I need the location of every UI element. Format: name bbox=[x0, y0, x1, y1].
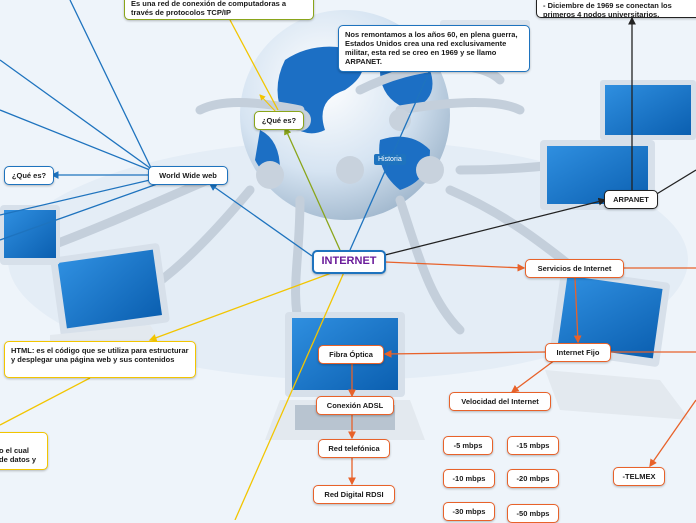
arpanet-node[interactable]: ARPANET bbox=[604, 190, 658, 209]
telmex-label: -TELMEX bbox=[622, 472, 656, 481]
speed-option[interactable]: -20 mbps bbox=[507, 469, 559, 488]
speed-option-label: -10 mbps bbox=[452, 474, 486, 483]
speed-option-label: -30 mbps bbox=[452, 507, 486, 516]
services-node[interactable]: Servicios de Internet bbox=[525, 259, 624, 278]
speed-option[interactable]: -30 mbps bbox=[443, 502, 495, 521]
history-text-node[interactable]: Nos remontamos a los años 60, en plena g… bbox=[338, 25, 530, 72]
services-label: Servicios de Internet bbox=[537, 264, 612, 273]
what-is-node-top[interactable]: ¿Qué es? bbox=[254, 111, 304, 130]
www-label: World Wide web bbox=[159, 171, 217, 180]
arpanet-label: ARPANET bbox=[613, 195, 649, 204]
speed-option-label: -50 mbps bbox=[516, 509, 550, 518]
what-is-left-label: ¿Qué es? bbox=[11, 171, 47, 180]
definition-node[interactable]: Es una red de conexión de computadoras a… bbox=[124, 0, 314, 20]
history-text: Nos remontamos a los años 60, en plena g… bbox=[345, 30, 518, 66]
rdsi-node[interactable]: Red Digital RDSI bbox=[313, 485, 395, 504]
fiber-node[interactable]: Fibra Óptica bbox=[318, 345, 384, 364]
arpanet-note-text: - Diciembre de 1969 se conectan los prim… bbox=[543, 1, 672, 18]
telmex-node[interactable]: -TELMEX bbox=[613, 467, 665, 486]
phone-network-node[interactable]: Red telefónica bbox=[318, 439, 390, 458]
html-definition-text: HTML: es el código que se utiliza para e… bbox=[11, 346, 189, 364]
adsl-node[interactable]: Conexión ADSL bbox=[316, 396, 394, 415]
speed-option-label: -15 mbps bbox=[516, 441, 550, 450]
history-tag[interactable]: Historia bbox=[374, 154, 406, 165]
partial-left-node[interactable]: o el cual de datos y bbox=[0, 432, 48, 470]
fixed-internet-node[interactable]: Internet Fijo bbox=[545, 343, 611, 362]
speed-option[interactable]: -15 mbps bbox=[507, 436, 559, 455]
fiber-label: Fibra Óptica bbox=[329, 350, 373, 359]
central-topic-label: INTERNET bbox=[321, 255, 377, 267]
speed-option[interactable]: -50 mbps bbox=[507, 504, 559, 523]
speed-label: Velocidad del Internet bbox=[461, 397, 539, 406]
speed-option[interactable]: -5 mbps bbox=[443, 436, 493, 455]
www-node[interactable]: World Wide web bbox=[148, 166, 228, 185]
central-topic-internet[interactable]: INTERNET bbox=[312, 250, 386, 274]
what-is-node-left[interactable]: ¿Qué es? bbox=[4, 166, 54, 185]
rdsi-label: Red Digital RDSI bbox=[324, 490, 384, 499]
fixed-internet-label: Internet Fijo bbox=[556, 348, 600, 357]
speed-option-label: -20 mbps bbox=[516, 474, 550, 483]
phone-network-label: Red telefónica bbox=[328, 444, 380, 453]
what-is-top-label: ¿Qué es? bbox=[261, 116, 297, 125]
speed-option[interactable]: -10 mbps bbox=[443, 469, 495, 488]
speed-node[interactable]: Velocidad del Internet bbox=[449, 392, 551, 411]
definition-text: Es una red de conexión de computadoras a… bbox=[131, 0, 287, 17]
partial-left-text: o el cual de datos y bbox=[0, 446, 37, 464]
adsl-label: Conexión ADSL bbox=[326, 401, 384, 410]
html-definition-node[interactable]: HTML: es el código que se utiliza para e… bbox=[4, 341, 196, 378]
arpanet-note-node[interactable]: - Diciembre de 1969 se conectan los prim… bbox=[536, 0, 696, 18]
speed-option-label: -5 mbps bbox=[453, 441, 483, 450]
history-tag-label: Historia bbox=[378, 156, 402, 163]
